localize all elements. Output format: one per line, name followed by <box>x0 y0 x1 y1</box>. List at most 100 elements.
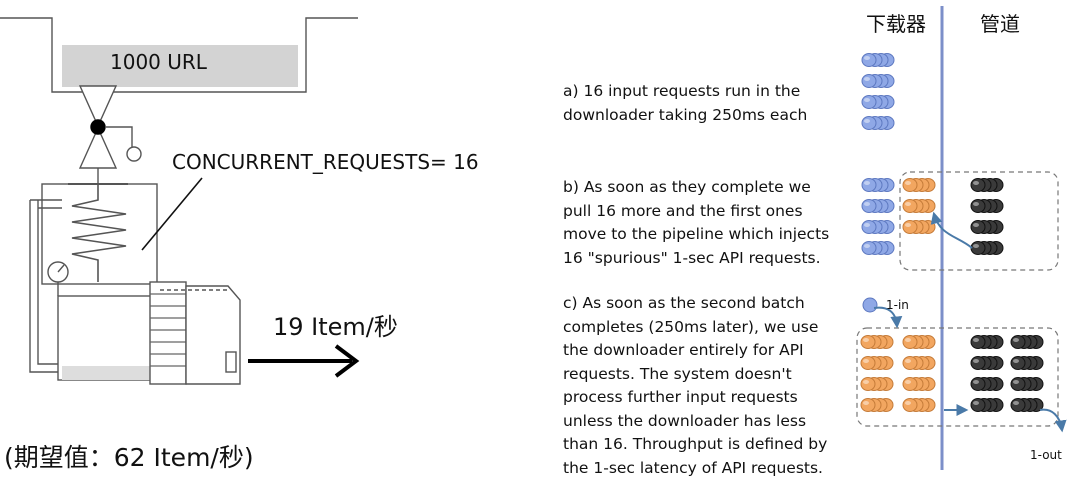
step-line: move to the pipeline which injects <box>563 225 830 243</box>
pill-highlight <box>863 380 869 384</box>
pill-highlight <box>973 223 979 227</box>
flow-out-label: 1-out <box>1030 448 1062 462</box>
pill-highlight <box>864 181 870 185</box>
step-line: requests. The system doesn't <box>563 364 792 383</box>
pending-request-pill <box>902 335 918 349</box>
expected-throughput-label: (期望值：62 Item/秒) <box>4 443 254 472</box>
input-request-pill <box>861 116 877 130</box>
pending-request-pill <box>860 335 876 349</box>
pill-highlight <box>864 56 870 60</box>
step-c-text: c) As soon as the second batch completes… <box>563 292 827 480</box>
concurrency-label: CONCURRENT_REQUESTS= 16 <box>172 150 479 174</box>
pill-highlight <box>1013 338 1019 342</box>
api-request-pill <box>1010 377 1026 391</box>
engine-fins <box>149 281 187 385</box>
url-tank-fill <box>62 45 298 87</box>
pending-request-pill <box>902 220 918 234</box>
pending-request-pill <box>902 398 918 412</box>
pill-highlight <box>864 98 870 102</box>
step-line: b) As soon as they complete we <box>563 178 811 196</box>
pending-request-pill <box>902 377 918 391</box>
group-box-c <box>856 327 1059 427</box>
pressure-sensor <box>126 146 142 162</box>
pill-highlight <box>863 359 869 363</box>
input-request-pill <box>861 74 877 88</box>
pill-highlight <box>864 119 870 123</box>
pill-highlight <box>973 202 979 206</box>
pill-highlight <box>905 359 911 363</box>
api-request-pill <box>970 220 986 234</box>
pill-highlight <box>973 359 979 363</box>
pill-highlight <box>973 244 979 248</box>
step-line: unless the downloader has less <box>563 411 807 430</box>
group-box-b <box>899 171 1059 271</box>
api-request-pill <box>970 398 986 412</box>
incoming-request-pill <box>862 297 878 313</box>
pill-highlight <box>864 202 870 206</box>
pill-highlight <box>863 401 869 405</box>
machine-illustration <box>0 17 358 385</box>
step-line: the 1-sec latency of API requests. <box>563 458 823 477</box>
step-line: completes (250ms later), we use <box>563 317 819 336</box>
pill-highlight <box>905 181 911 185</box>
step-a-text: a) 16 input requests run in the download… <box>563 80 807 127</box>
pending-request-pill <box>860 377 876 391</box>
pending-request-pill <box>860 398 876 412</box>
fin-lines <box>150 293 186 367</box>
api-request-pill <box>970 335 986 349</box>
arrow-c-in <box>873 306 903 329</box>
step-line: downloader taking 250ms each <box>563 105 808 124</box>
column-header-downloader: 下载器 <box>866 12 926 36</box>
step-b-text: b) As soon as they complete we pull 16 m… <box>563 176 829 270</box>
step-line: a) 16 input requests run in the <box>563 82 801 100</box>
step-line: than 16. Throughput is defined by <box>563 435 828 453</box>
pill-highlight <box>973 380 979 384</box>
column-header-pipeline: 管道 <box>980 12 1020 36</box>
throughput-label: 19 Item/秒 <box>273 313 398 341</box>
api-request-pill <box>1010 356 1026 370</box>
pill-highlight <box>905 338 911 342</box>
pill-highlight <box>905 401 911 405</box>
feed-pipe <box>29 199 62 373</box>
url-tank-outline <box>0 17 358 93</box>
pill-highlight <box>905 202 911 206</box>
pill-highlight <box>905 223 911 227</box>
pill-highlight <box>1013 380 1019 384</box>
api-request-pill <box>970 199 986 213</box>
api-request-pill <box>970 356 986 370</box>
api-request-pill <box>1010 398 1026 412</box>
api-request-pill <box>970 377 986 391</box>
input-request-pill <box>861 220 877 234</box>
pill-highlight <box>973 181 979 185</box>
pending-request-pill <box>860 356 876 370</box>
pill-highlight <box>973 338 979 342</box>
pill-highlight <box>973 401 979 405</box>
input-request-pill <box>861 95 877 109</box>
step-line: 16 "spurious" 1-sec API requests. <box>563 248 821 267</box>
pill-highlight <box>863 338 869 342</box>
concurrency-pointer <box>141 177 203 251</box>
arrow-c-out <box>1039 408 1067 433</box>
pill-highlight <box>864 223 870 227</box>
tank-label: 1000 URL <box>110 50 207 74</box>
valve-top <box>78 85 118 128</box>
pill-highlight <box>864 244 870 248</box>
pill-highlight <box>905 380 911 384</box>
api-request-pill <box>1010 335 1026 349</box>
valve-knob <box>90 119 106 135</box>
arrow-b-inject <box>930 211 973 249</box>
pending-request-pill <box>902 199 918 213</box>
input-request-pill <box>861 199 877 213</box>
flow-in-label: 1-in <box>886 298 909 312</box>
step-line: process further input requests <box>563 388 798 406</box>
api-request-pill <box>970 178 986 192</box>
request-pills <box>860 53 1044 412</box>
spring-coil <box>71 184 127 282</box>
api-request-pill <box>970 241 986 255</box>
step-line: c) As soon as the second batch <box>563 294 805 312</box>
step-line: pull 16 more and the first ones <box>563 201 803 220</box>
input-request-pill <box>861 178 877 192</box>
step-line: the downloader entirely for API <box>563 341 804 359</box>
